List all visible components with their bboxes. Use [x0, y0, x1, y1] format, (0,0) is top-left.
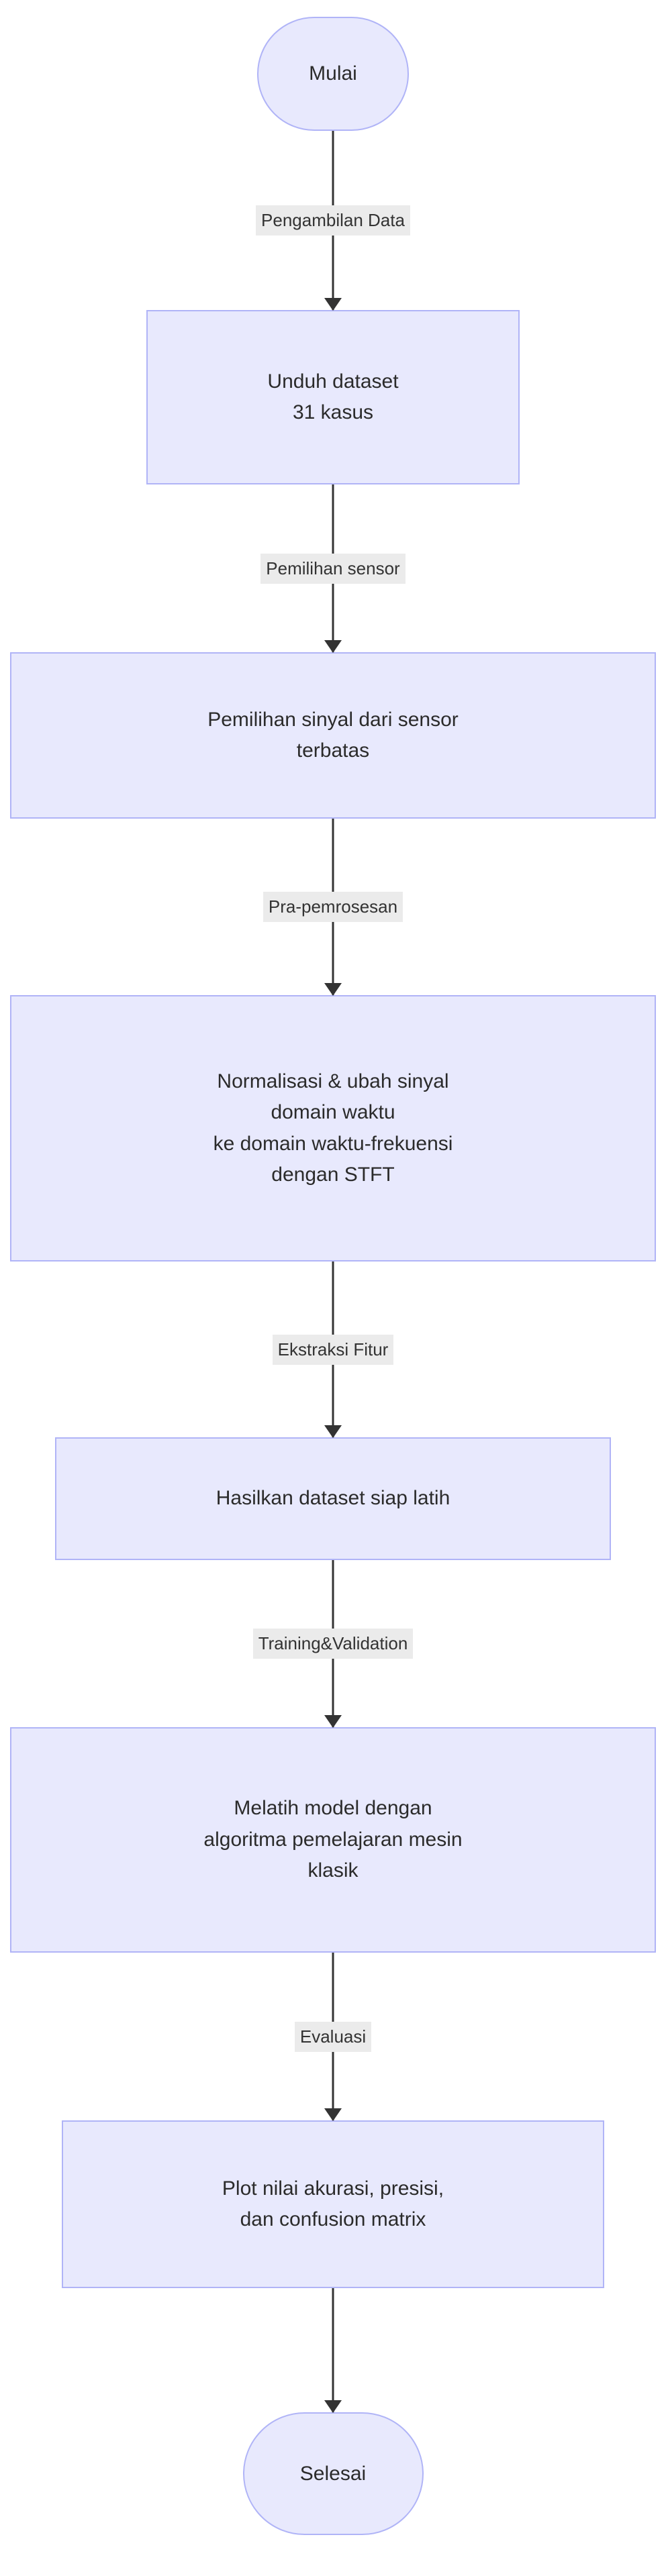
arrowhead-icon [324, 298, 342, 311]
edge-label-ekstraksi-fitur: Ekstraksi Fitur [272, 1334, 394, 1365]
node-melatih-model[interactable]: Melatih model dengan algoritma pemelajar… [10, 1727, 656, 1953]
node-unduh-dataset-label: Unduh dataset 31 kasus [267, 370, 399, 424]
arrowhead-icon [324, 2108, 342, 2121]
edge-plot-to-end [0, 2288, 666, 2413]
arrowhead-icon [324, 2400, 342, 2413]
edge-label-pemilihan-sensor: Pemilihan sensor [260, 553, 406, 584]
edge-melatih-to-plot: Evaluasi [0, 1953, 666, 2121]
edge-normalisasi-to-dataset: Ekstraksi Fitur [0, 1261, 666, 1438]
arrowhead-icon [324, 983, 342, 996]
edge-label-pra-pemrosesan: Pra-pemrosesan [263, 892, 403, 922]
node-melatih-model-label: Melatih model dengan algoritma pemelajar… [203, 1797, 463, 1882]
node-hasilkan-dataset[interactable]: Hasilkan dataset siap latih [55, 1437, 611, 1560]
node-end[interactable]: Selesai [242, 2412, 424, 2535]
node-unduh-dataset[interactable]: Unduh dataset 31 kasus [146, 310, 520, 484]
edge-dataset-to-melatih: Training&Validation [0, 1560, 666, 1728]
node-plot-metrik-label: Plot nilai akurasi, presisi, dan confusi… [222, 2177, 444, 2231]
edge-pilih-sinyal-to-normalisasi: Pra-pemrosesan [0, 819, 666, 996]
node-pemilihan-sinyal[interactable]: Pemilihan sinyal dari sensor terbatas [10, 652, 656, 819]
node-plot-metrik[interactable]: Plot nilai akurasi, presisi, dan confusi… [62, 2120, 604, 2288]
connector-line [332, 2288, 334, 2412]
edge-label-training-validation: Training&Validation [252, 1629, 414, 1659]
node-start[interactable]: Mulai [257, 17, 409, 131]
edge-label-evaluasi: Evaluasi [294, 2021, 372, 2052]
node-normalisasi-stft-label: Normalisasi & ubah sinyal domain waktu k… [213, 1070, 453, 1186]
node-normalisasi-stft[interactable]: Normalisasi & ubah sinyal domain waktu k… [10, 995, 656, 1261]
node-end-label: Selesai [299, 2462, 367, 2485]
arrowhead-icon [324, 1715, 342, 1728]
node-hasilkan-dataset-label: Hasilkan dataset siap latih [216, 1487, 450, 1510]
arrowhead-icon [324, 1425, 342, 1438]
edge-start-to-unduh: Pengambilan Data [0, 131, 666, 311]
edge-unduh-to-pilih-sinyal: Pemilihan sensor [0, 484, 666, 653]
node-pemilihan-sinyal-label: Pemilihan sinyal dari sensor terbatas [207, 708, 459, 762]
node-start-label: Mulai [309, 62, 357, 85]
edge-label-pengambilan-data: Pengambilan Data [256, 205, 410, 236]
arrowhead-icon [324, 640, 342, 653]
